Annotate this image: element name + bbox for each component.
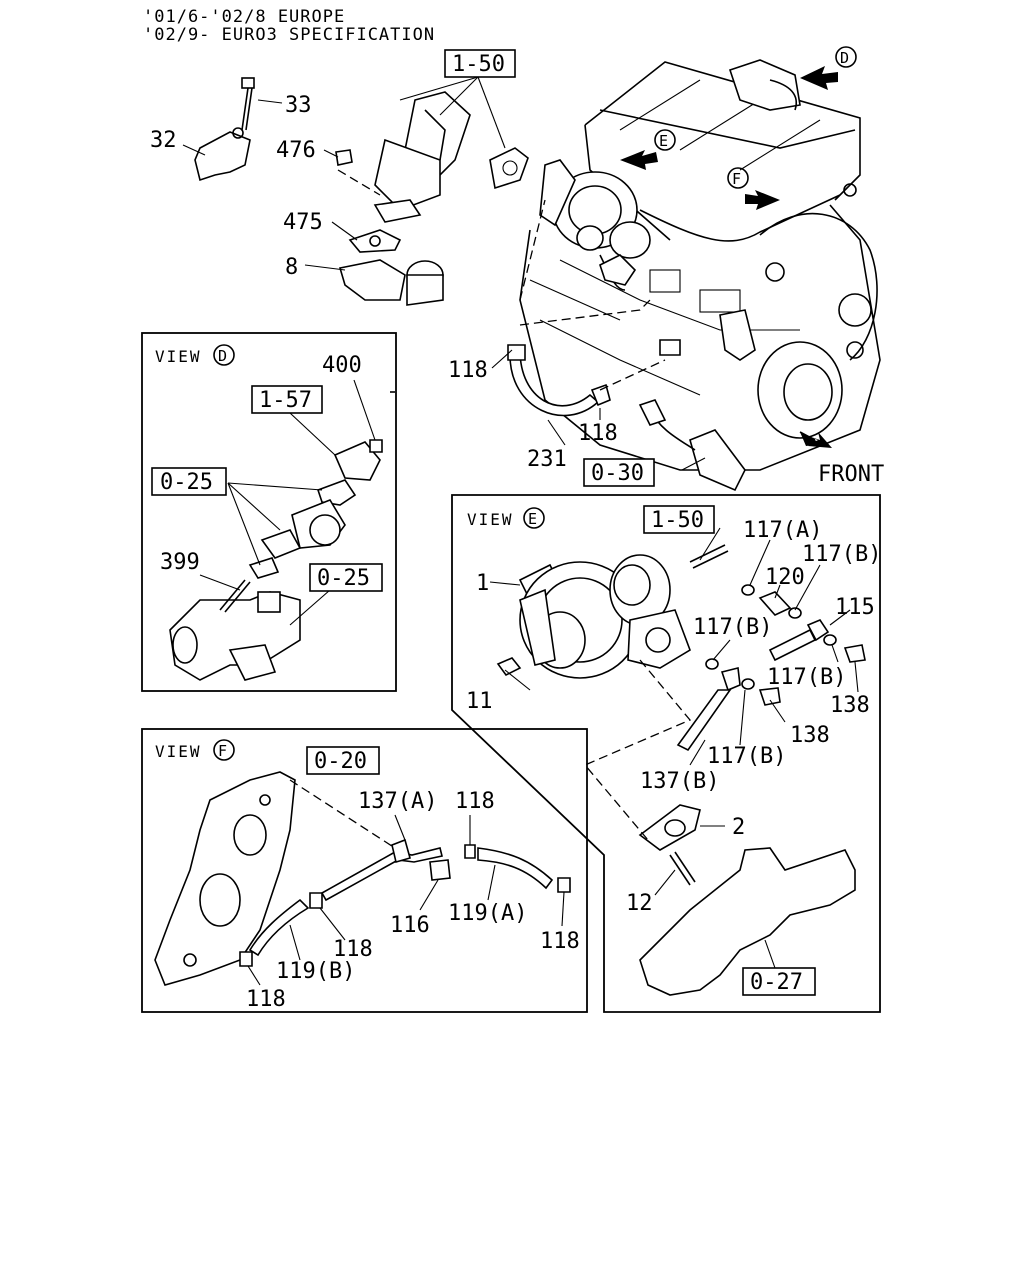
view-e-arrow-letter: E <box>659 132 668 150</box>
ref-box-1-50-view-e[interactable] <box>643 505 715 534</box>
exhaust-manifold-assembly <box>194 77 471 393</box>
view-f-arrow-letter: F <box>732 170 741 188</box>
label-118-f-bottom: 118 <box>246 987 286 1012</box>
engine-block-illustration <box>507 59 881 492</box>
ref-label-0-20[interactable]: 0-20 <box>314 749 367 774</box>
header-line-2: '02/9- EURO3 SPECIFICATION <box>143 25 435 45</box>
label-118-f-mid: 118 <box>333 937 373 962</box>
view-f-title: VIEW <box>155 742 202 761</box>
ref-box-0-25-b[interactable] <box>309 563 383 592</box>
label-32: 32 <box>150 128 177 153</box>
view-e-letter: E <box>528 510 537 528</box>
view-d-title: VIEW <box>155 347 202 366</box>
label-117b-right: 117(B) <box>767 665 846 690</box>
label-117b-bottom: 117(B) <box>707 744 786 769</box>
view-f-panel <box>141 728 588 1013</box>
front-arrow: FRONT <box>799 431 884 487</box>
label-400: 400 <box>322 353 362 378</box>
label-117a: 117(A) <box>743 518 822 543</box>
label-138-a: 138 <box>830 693 870 718</box>
ref-label-1-50-view-e[interactable]: 1-50 <box>651 508 704 533</box>
view-d-arrow-letter: D <box>840 49 849 67</box>
view-f-illustration <box>154 771 571 986</box>
label-119a: 119(A) <box>448 901 527 926</box>
view-f-letter: F <box>218 742 227 760</box>
view-e-illustration <box>496 544 866 996</box>
label-8: 8 <box>285 255 298 280</box>
front-label: FRONT <box>818 462 884 487</box>
label-e-12: 12 <box>626 891 653 916</box>
view-f-arrow: F <box>727 167 780 210</box>
ref-box-0-27[interactable] <box>742 967 816 996</box>
label-e-11: 11 <box>466 689 493 714</box>
ref-box-0-30[interactable] <box>583 458 655 487</box>
label-118-main-a: 118 <box>448 358 488 383</box>
header-line-1: '01/6-'02/8 EUROPE <box>143 7 345 27</box>
label-119b: 119(B) <box>276 959 355 984</box>
ref-box-0-20[interactable] <box>306 746 380 775</box>
label-137b: 137(B) <box>640 769 719 794</box>
view-d-arrow: D <box>800 46 857 90</box>
view-d-panel <box>141 332 397 692</box>
label-137a: 137(A) <box>358 789 437 814</box>
label-e-2: 2 <box>732 815 745 840</box>
label-117b-mid: 117(B) <box>693 615 772 640</box>
label-33: 33 <box>285 93 312 118</box>
view-d-letter: D <box>218 347 227 365</box>
label-116: 116 <box>390 913 430 938</box>
label-117b-top: 117(B) <box>802 542 881 567</box>
label-138-b: 138 <box>790 723 830 748</box>
label-475: 475 <box>283 210 323 235</box>
ref-label-0-25-a[interactable]: 0-25 <box>160 470 213 495</box>
label-476: 476 <box>276 138 316 163</box>
ref-label-0-25-b[interactable]: 0-25 <box>317 566 370 591</box>
view-e-panel <box>451 494 881 1013</box>
ref-label-0-27[interactable]: 0-27 <box>750 970 803 995</box>
label-118-f-right: 118 <box>540 929 580 954</box>
ref-label-0-30[interactable]: 0-30 <box>591 461 644 486</box>
view-e-arrow: E <box>620 129 676 170</box>
ref-box-0-25-a[interactable] <box>151 467 227 496</box>
ref-box-1-57[interactable] <box>251 385 323 414</box>
ref-label-1-57[interactable]: 1-57 <box>259 388 312 413</box>
ref-box-1-50-main[interactable] <box>444 49 516 78</box>
main-leader-lines <box>182 76 706 471</box>
gasket-1-50 <box>489 147 529 190</box>
label-399: 399 <box>160 550 200 575</box>
label-115: 115 <box>835 595 875 620</box>
label-231: 231 <box>527 447 567 472</box>
label-e-1: 1 <box>476 571 489 596</box>
view-e-title: VIEW <box>467 510 514 529</box>
label-120: 120 <box>765 565 805 590</box>
label-118-f-top: 118 <box>455 789 495 814</box>
view-d-illustration <box>169 439 383 681</box>
ref-label-1-50-main[interactable]: 1-50 <box>452 52 505 77</box>
label-118-main-b: 118 <box>578 421 618 446</box>
